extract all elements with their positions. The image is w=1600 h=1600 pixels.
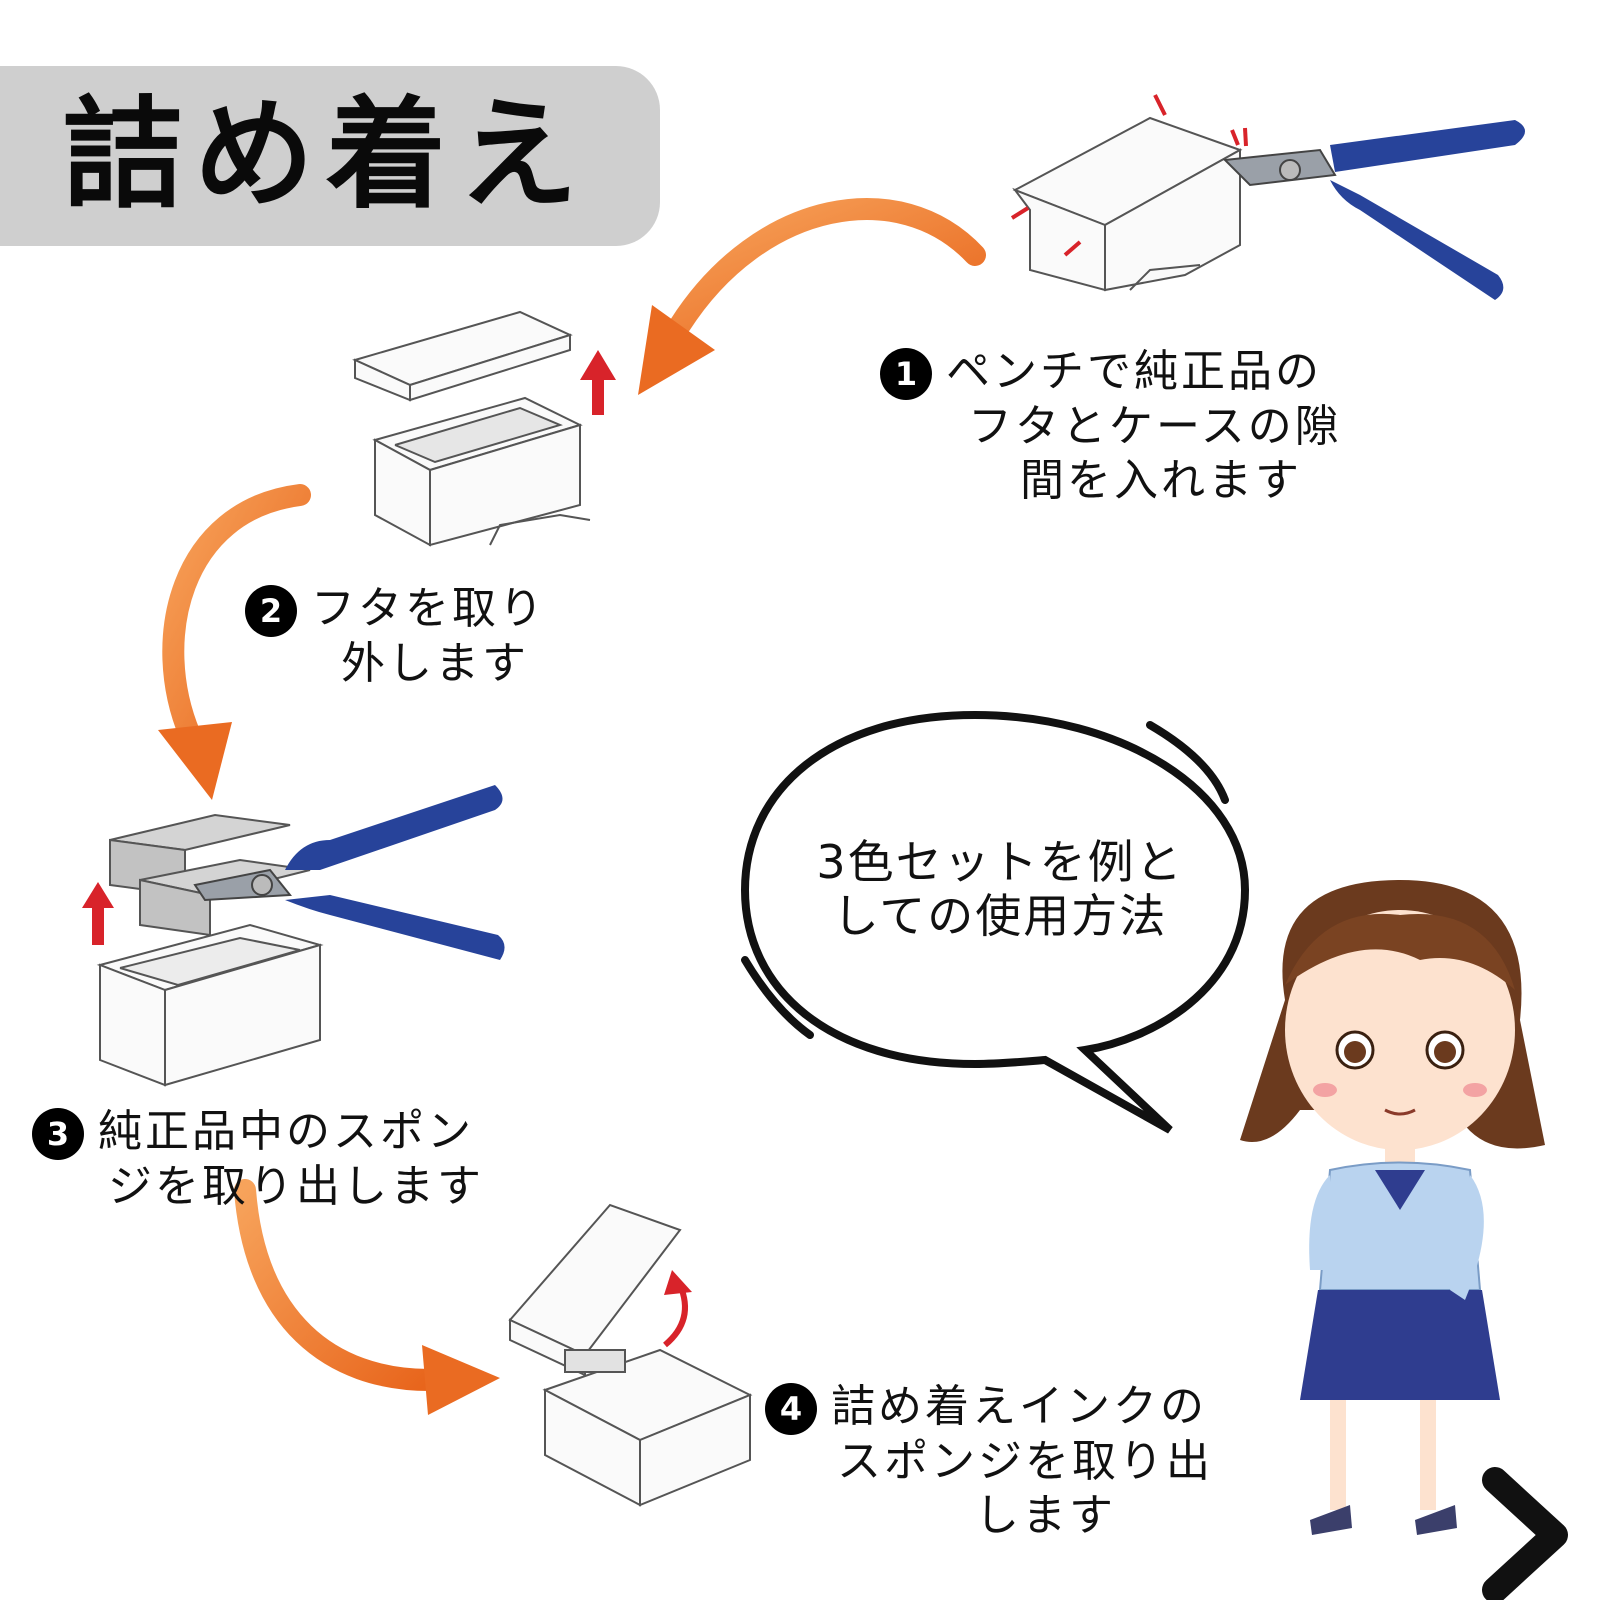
step-4-line-3: します	[975, 1490, 1116, 1541]
speech-bubble-text: 3色セットを例と しての使用方法	[790, 835, 1210, 943]
step-2: 2 フタを取り 外します	[245, 582, 546, 691]
red-curved-arrow-icon	[663, 1270, 692, 1348]
step-number-badge: 4	[765, 1383, 817, 1435]
ink-cartridge-icon	[352, 310, 591, 547]
red-indicator-icon	[1010, 94, 1248, 257]
step-2-line-2: 外します	[341, 638, 529, 689]
step-3: 3 純正品中のスポン ジを取り出します	[32, 1105, 484, 1214]
step-number-badge: 1	[880, 348, 932, 400]
red-up-arrow-icon	[580, 350, 616, 415]
step-4: 4 詰め着えインクの スポンジを取り出 します	[765, 1380, 1213, 1543]
step-4-line-1: 詰め着えインクの	[831, 1381, 1207, 1432]
step-4-line-2: スポンジを取り出	[837, 1436, 1213, 1487]
step-3-line-1: 純正品中のスポン	[98, 1106, 474, 1157]
step-2-line-1: フタを取り	[311, 583, 546, 634]
step-number-badge: 3	[32, 1108, 84, 1160]
curved-orange-arrow-icon	[158, 484, 311, 800]
speech-bubble	[740, 710, 1250, 1134]
curved-orange-arrow-icon	[638, 198, 986, 395]
step-1-line-3: 間を入れます	[1020, 455, 1302, 506]
pliers-icon	[1222, 120, 1525, 300]
curved-orange-arrow-icon	[234, 1179, 500, 1415]
red-up-arrow-icon	[82, 882, 114, 945]
step-number-badge: 2	[245, 585, 297, 637]
speech-bubble-line-1: 3色セットを例と	[816, 835, 1184, 889]
title-banner	[0, 66, 660, 246]
pliers-icon	[193, 785, 505, 960]
step-3-line-2: ジを取り出します	[108, 1161, 484, 1212]
step-1: 1 ペンチで純正品の フタとケースの隙 間を入れます	[880, 345, 1342, 508]
next-chevron-icon[interactable]	[1482, 1467, 1568, 1600]
step-1-line-2: フタとケースの隙	[968, 401, 1342, 452]
ink-cartridge-icon	[508, 1203, 753, 1507]
ink-cartridge-icon	[96, 813, 324, 1087]
step-1-line-1: ペンチで純正品の	[946, 346, 1322, 397]
page-title: 詰め着え	[62, 86, 590, 225]
woman-character-illustration	[1240, 880, 1545, 1535]
speech-bubble-line-2: しての使用方法	[832, 889, 1168, 943]
ink-cartridge-icon	[1012, 116, 1243, 292]
